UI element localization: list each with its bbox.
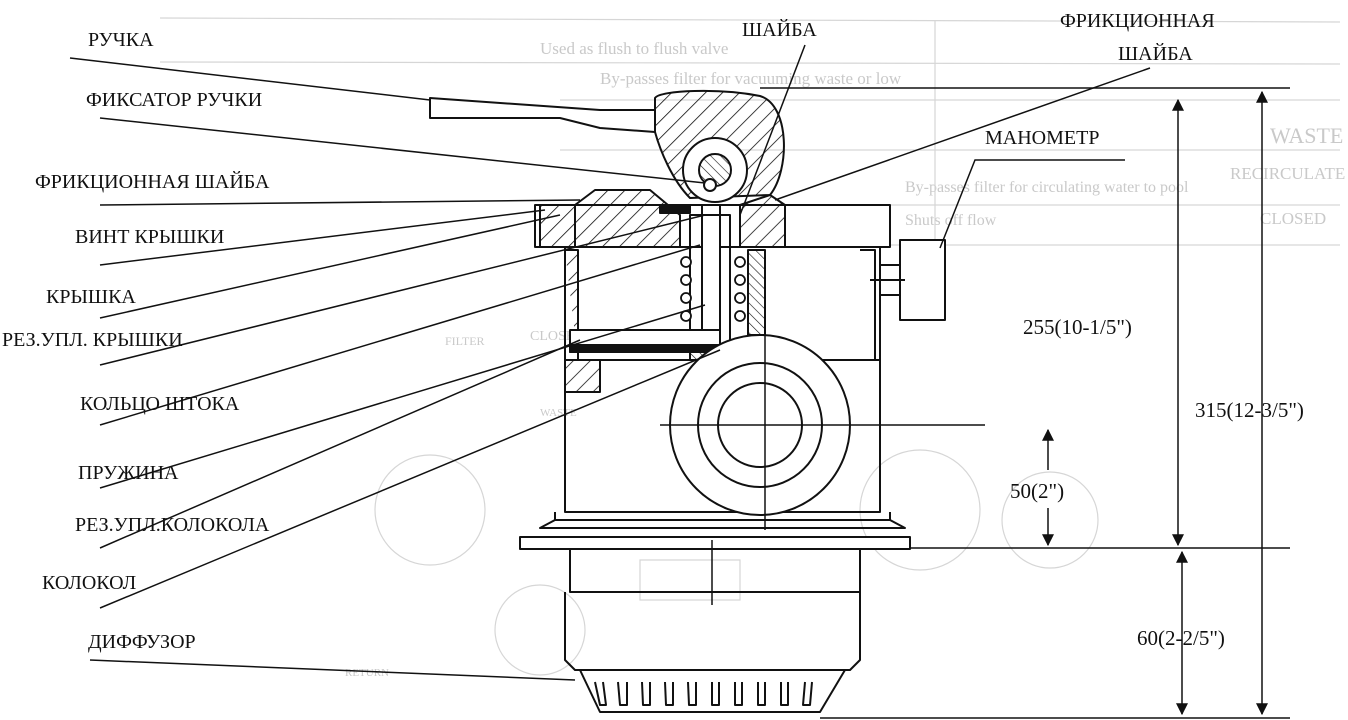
- label-washer: ШАЙБА: [742, 19, 817, 41]
- valve-body: [429, 89, 985, 713]
- label-spring: ПРУЖИНА: [78, 462, 179, 484]
- dim-total-height: 315(12-3/5"): [1195, 398, 1304, 422]
- bg-table-row5-label: CLOSED: [1260, 209, 1327, 228]
- bg-table-row2: By-passes filter for vacuuming waste or …: [600, 69, 902, 88]
- label-bell: КОЛОКОЛ: [42, 572, 137, 594]
- label-friction-washer-left: ФРИКЦИОННАЯ ШАЙБА: [35, 171, 270, 193]
- dim-port-offset: 50(2"): [1010, 479, 1065, 503]
- bg-table-row3-label: WASTE: [1270, 123, 1344, 148]
- dimension-lines: [760, 87, 1290, 719]
- bg-mark-filter: FILTER: [445, 334, 485, 348]
- label-handle: РУЧКА: [88, 29, 154, 51]
- label-cover-screw: ВИНТ КРЫШКИ: [75, 226, 225, 248]
- label-handle-lock: ФИКСАТОР РУЧКИ: [86, 89, 263, 111]
- dim-lower-height: 60(2-2/5"): [1137, 626, 1225, 650]
- label-cover: КРЫШКА: [46, 286, 136, 308]
- label-bell-gasket: РЕЗ.УПЛ.КОЛОКОЛА: [75, 514, 270, 536]
- bg-table-row4-text: By-passes filter for circulating water t…: [905, 179, 1189, 196]
- dim-upper-height: 255(10-1/5"): [1023, 315, 1132, 339]
- leader-lines: [69, 44, 1151, 681]
- label-friction-washer-right-1: ФРИКЦИОННАЯ: [1060, 10, 1215, 32]
- bg-mark-return: RETURN: [345, 667, 389, 679]
- bg-table-grid: [159, 17, 1341, 676]
- label-manometer: МАНОМЕТР: [985, 127, 1100, 149]
- bg-mark-waste: WASTE: [540, 407, 577, 419]
- label-diffuser: ДИФФУЗОР: [88, 631, 196, 653]
- label-stem-ring: КОЛЬЦО ШТОКА: [80, 393, 240, 415]
- label-cover-gasket: РЕЗ.УПЛ. КРЫШКИ: [2, 329, 183, 351]
- bg-table-row1: Used as flush to flush valve: [540, 39, 729, 58]
- label-friction-washer-right-2: ШАЙБА: [1118, 43, 1193, 65]
